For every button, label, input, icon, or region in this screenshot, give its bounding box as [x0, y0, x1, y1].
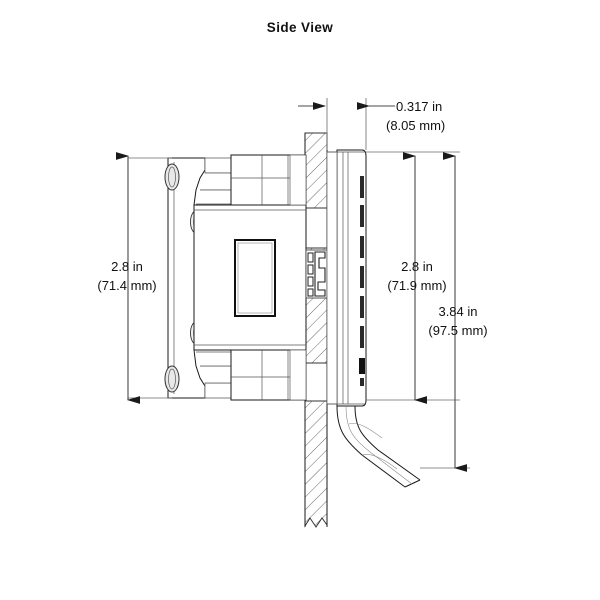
page-title: Side View — [266, 20, 334, 35]
dimension-faceplate-height-right: 2.8 in (71.9 mm) — [366, 151, 460, 404]
cable-conduit — [336, 405, 421, 488]
wall-section — [304, 132, 328, 528]
dim-right-inner-metric: (71.9 mm) — [387, 278, 446, 293]
dim-left-metric: (71.4 mm) — [97, 278, 156, 293]
faceplate — [326, 149, 367, 407]
dimension-faceplate-thickness: 0.317 in (8.05 mm) — [298, 98, 445, 150]
device-main-body — [193, 204, 307, 351]
dim-right-outer-metric: (97.5 mm) — [428, 323, 487, 338]
dimension-overall-depth-right: 3.84 in (97.5 mm) — [420, 152, 488, 472]
dim-right-inner-imperial: 2.8 in — [401, 259, 433, 274]
dim-right-outer-imperial: 3.84 in — [438, 304, 477, 319]
dim-0317-imperial: 0.317 in — [396, 99, 442, 114]
connector-terminal-detail — [305, 249, 328, 299]
faceplate-edge-ticks — [359, 176, 365, 386]
dim-left-imperial: 2.8 in — [111, 259, 143, 274]
dim-0317-metric: (8.05 mm) — [386, 118, 445, 133]
lower-mounting-neck — [230, 349, 307, 401]
upper-mounting-neck — [230, 154, 307, 206]
dimension-body-height-left: 2.8 in (71.4 mm) — [97, 152, 172, 404]
